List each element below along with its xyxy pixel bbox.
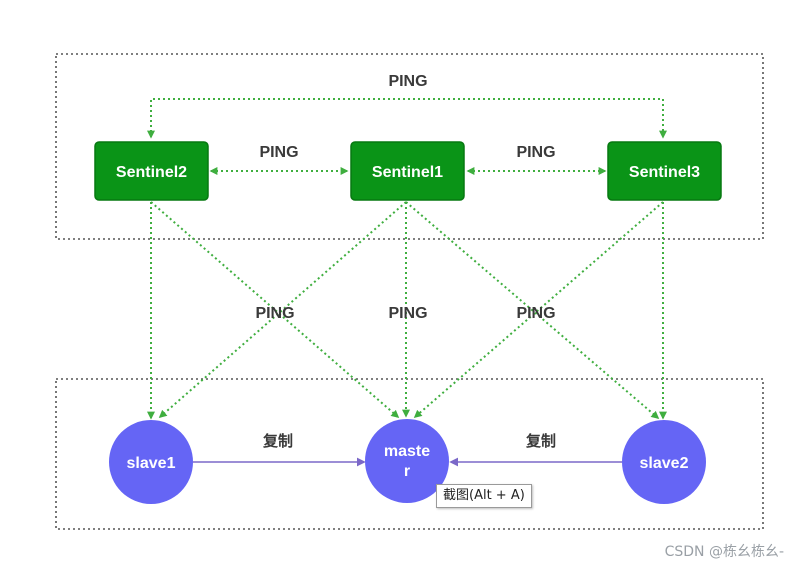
ping-label-mid-center: PING	[388, 305, 427, 322]
sentinel1-box: Sentinel1	[350, 141, 465, 201]
ping-top-line	[147, 98, 667, 139]
ping-label-left: PING	[259, 144, 298, 161]
slave1-label: slave1	[127, 455, 176, 472]
csdn-watermark: CSDN @栋幺栋幺-	[664, 544, 784, 560]
master-node: maste r	[365, 419, 449, 503]
ping-label-mid-left: PING	[255, 305, 294, 322]
slave2-node: slave2	[622, 420, 706, 504]
ping-label-mid-right: PING	[516, 305, 555, 322]
screenshot-tooltip: 截图(Alt + A)	[436, 484, 532, 508]
replicate-label-left: 复制	[262, 432, 293, 450]
sentinel-group-border	[55, 53, 764, 240]
master-label-line2: r	[404, 463, 410, 480]
master-label-line1: maste	[384, 443, 430, 460]
slave2-label: slave2	[640, 455, 689, 472]
data-node-group-border	[55, 378, 764, 530]
sentinel2-box: Sentinel2	[94, 141, 209, 201]
ping-sentinel1-slave2	[405, 201, 660, 420]
slave1-node: slave1	[109, 420, 193, 504]
sentinel2-label: Sentinel2	[116, 164, 187, 181]
sentinel3-box: Sentinel3	[607, 141, 722, 201]
ping-label-top: PING	[388, 73, 427, 90]
replicate-label-right: 复制	[525, 432, 556, 450]
sentinel1-label: Sentinel1	[372, 164, 443, 181]
ping-label-right: PING	[516, 144, 555, 161]
sentinel3-label: Sentinel3	[629, 164, 700, 181]
